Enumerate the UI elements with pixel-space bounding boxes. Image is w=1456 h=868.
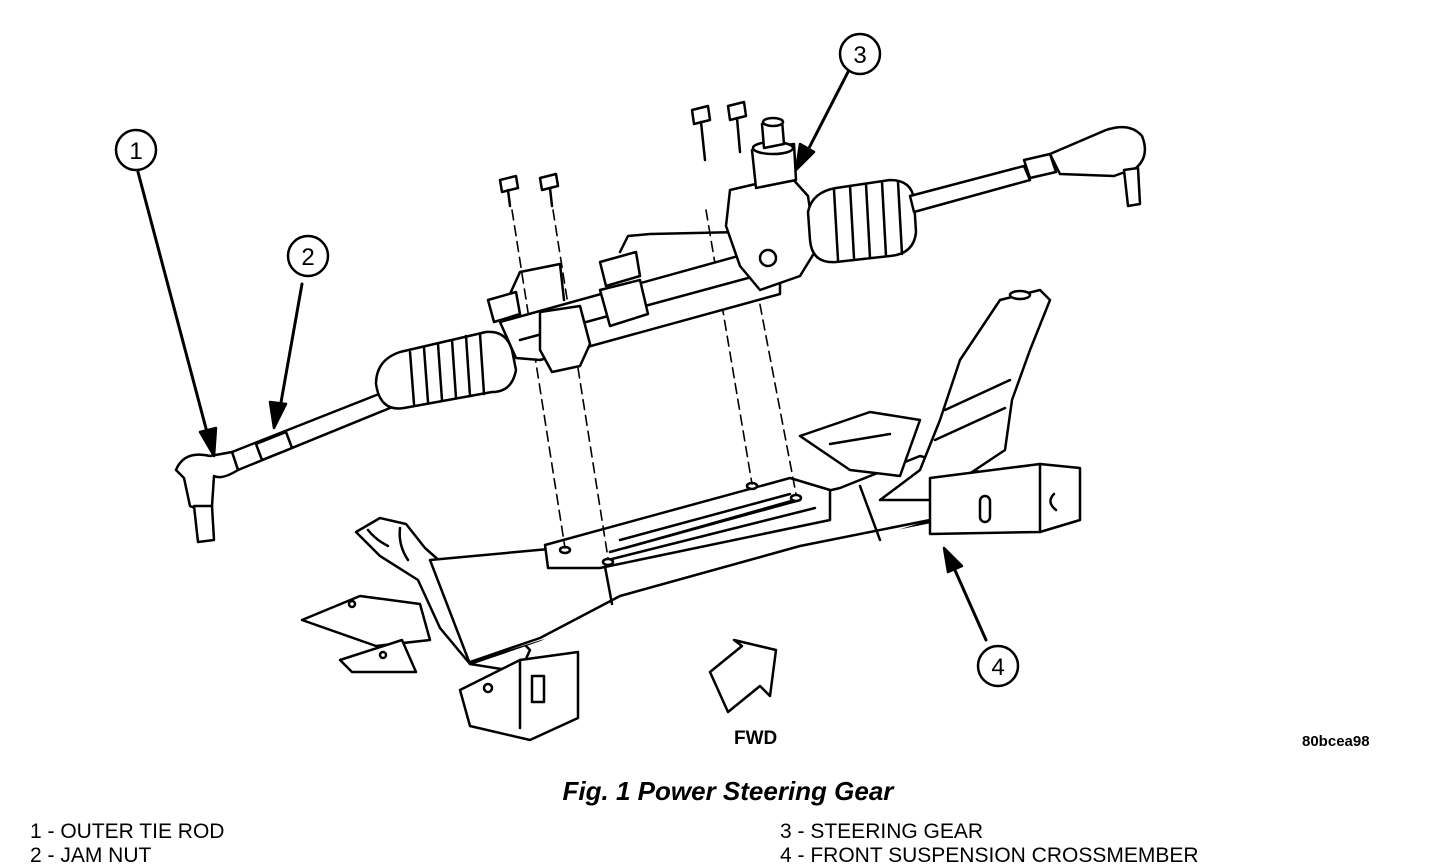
callout-arrow-icon <box>198 426 218 458</box>
bolt <box>726 100 748 154</box>
callout-arrow-icon <box>794 142 816 172</box>
callout-arrow-icon <box>268 400 288 430</box>
crossmember <box>300 288 1082 742</box>
left-boot <box>374 330 518 410</box>
fwd-arrow-icon <box>708 638 778 714</box>
housing-bracket <box>538 304 592 374</box>
crossmember-rear-tray <box>798 410 922 478</box>
crossmember-left-flange <box>300 594 432 648</box>
figure-caption: Fig. 1 Power Steering Gear <box>562 776 894 806</box>
legend-item-front-suspension-crossmember: 4 - FRONT SUSPENSION CROSSMEMBER <box>780 844 1199 867</box>
fluid-line <box>618 230 742 254</box>
crossmember-right-box <box>928 462 1082 536</box>
legend-item-steering-gear: 3 - STEERING GEAR <box>780 820 984 843</box>
bolt <box>690 104 712 162</box>
callout-circle-2 <box>286 234 330 278</box>
callout-circle-4 <box>976 644 1020 688</box>
callout-number-3: 3 <box>853 42 866 69</box>
crossmember-left-lower-plate <box>338 638 418 674</box>
callout-number-1: 1 <box>129 138 142 165</box>
bolt <box>538 172 560 208</box>
left-tie-rod <box>230 390 392 472</box>
steering-gear <box>174 116 1147 544</box>
left-tie-rod-stud <box>192 504 216 544</box>
legend-item-outer-tie-rod: 1 - OUTER TIE ROD <box>30 820 225 843</box>
legend-item-jam-nut: 2 - JAM NUT <box>30 844 152 867</box>
bolt <box>498 174 520 208</box>
fwd-label: FWD <box>734 728 778 749</box>
left-jam-nut <box>254 430 294 462</box>
housing-bracket <box>598 278 650 328</box>
callout-number-4: 4 <box>991 654 1004 681</box>
callout-number-2: 2 <box>301 244 314 271</box>
fluid-line <box>508 262 566 302</box>
callout-arrow-icon <box>942 546 964 574</box>
callout-circle-3 <box>838 32 882 76</box>
callout-arrows <box>136 70 988 642</box>
left-tie-rod-end <box>174 450 240 514</box>
right-jam-nut <box>1022 152 1058 180</box>
mount-bolts <box>498 100 748 208</box>
figure-code: 80bcea98 <box>1302 733 1370 750</box>
right-tie-rod-stud <box>1122 166 1142 208</box>
right-tie-rod <box>908 164 1032 214</box>
pinion-valve-body <box>724 174 818 292</box>
callout-circles <box>114 32 1020 688</box>
callout-circle-1 <box>114 128 158 172</box>
